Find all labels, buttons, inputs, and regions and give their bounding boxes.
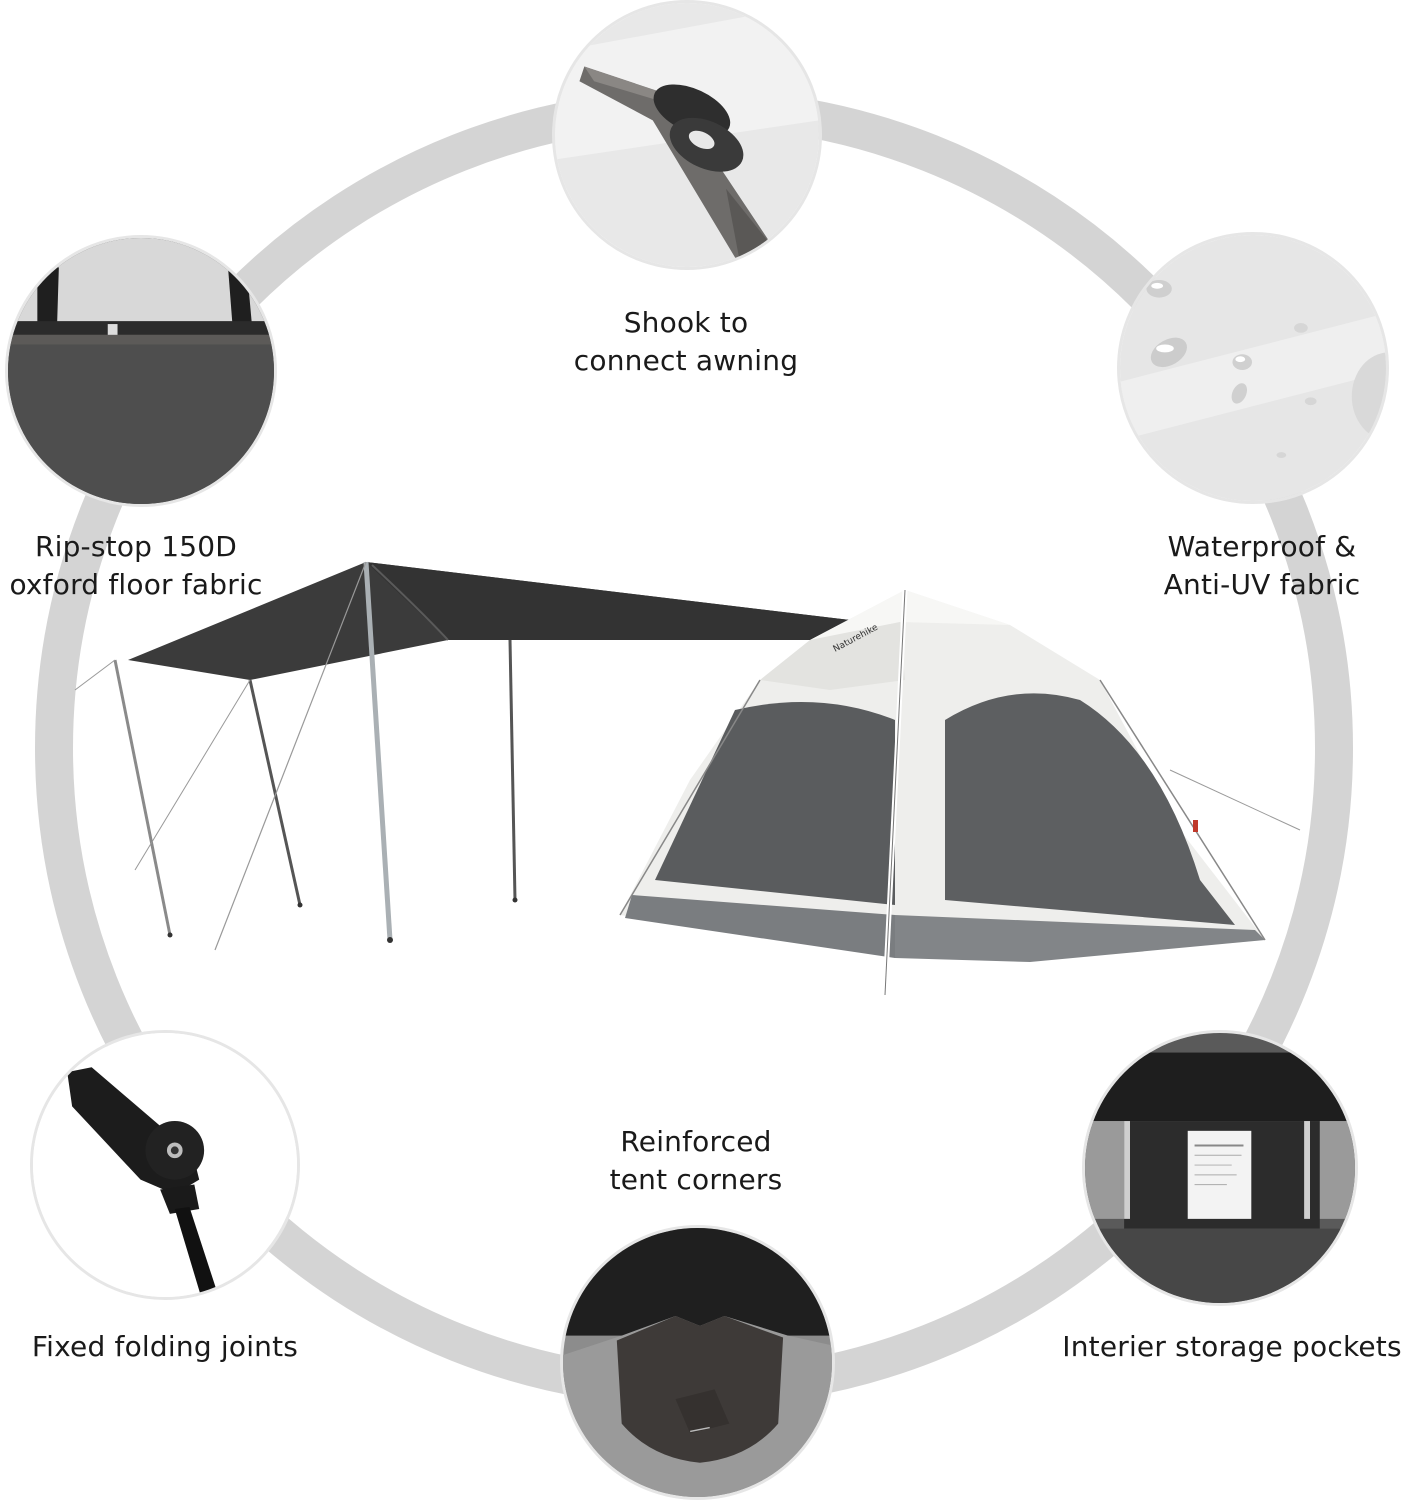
water-droplet-photo: [1120, 235, 1386, 501]
feature-label-joints: Fixed folding joints: [0, 1328, 330, 1366]
tent-corner-photo: [563, 1228, 832, 1497]
feature-label-floor: Rip-stop 150D oxford floor fabric: [0, 528, 286, 604]
feature-label-line: tent corners: [609, 1163, 783, 1196]
feature-label-line: Interier storage pockets: [1062, 1330, 1402, 1363]
floor-photo: [8, 238, 274, 504]
awning: [74, 561, 850, 951]
feature-label-line: Rip-stop 150D: [34, 530, 238, 563]
detail-image-floor: [5, 235, 277, 507]
feature-label-line: Shook to: [623, 306, 749, 339]
feature-label-line: oxford floor fabric: [9, 568, 263, 601]
storage-pocket-photo: [1085, 1033, 1355, 1303]
feature-label-waterproof: Waterproof & Anti-UV fabric: [1112, 528, 1412, 604]
feature-label-line: Reinforced: [620, 1125, 772, 1158]
folding-joint-photo: [33, 1033, 297, 1297]
feature-label-line: Anti-UV fabric: [1163, 568, 1361, 601]
detail-image-joints: [30, 1030, 300, 1300]
detail-image-pockets: [1082, 1030, 1358, 1306]
feature-label-line: Fixed folding joints: [31, 1330, 299, 1363]
feature-label-line: connect awning: [573, 344, 799, 377]
feature-label-corners: Reinforced tent corners: [546, 1123, 846, 1199]
tent: Naturehike: [619, 589, 1301, 996]
feature-label-pockets: Interier storage pockets: [1050, 1328, 1414, 1366]
feature-label-line: Waterproof &: [1167, 530, 1357, 563]
hook-photo: [555, 3, 819, 267]
detail-image-corners: [560, 1225, 835, 1500]
detail-image-waterproof: [1117, 232, 1389, 504]
feature-label-hook: Shook to connect awning: [536, 304, 836, 380]
detail-image-hook: [552, 0, 822, 270]
